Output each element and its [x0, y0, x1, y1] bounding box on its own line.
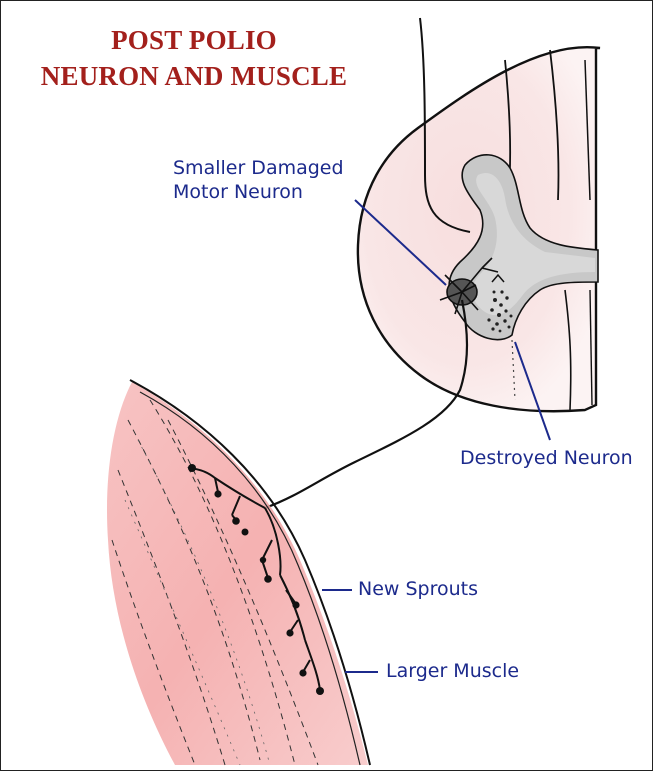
label-smaller-damaged-line-2: Motor Neuron	[173, 180, 344, 204]
title-line-2: NEURON AND MUSCLE	[8, 58, 380, 94]
muscle-body	[107, 382, 368, 765]
label-new-sprouts: New Sprouts	[358, 577, 478, 601]
title-line-1: POST POLIO	[8, 22, 380, 58]
diagram-title: POST POLIO NEURON AND MUSCLE	[8, 22, 380, 94]
muscle	[107, 380, 370, 765]
label-smaller-damaged-motor-neuron: Smaller Damaged Motor Neuron	[173, 156, 344, 204]
label-smaller-damaged-line-1: Smaller Damaged	[173, 156, 344, 180]
spinal-cord	[358, 18, 600, 411]
label-larger-muscle: Larger Muscle	[386, 659, 519, 683]
label-destroyed-neuron: Destroyed Neuron	[460, 446, 633, 470]
spinal-cord-outline	[358, 47, 600, 411]
